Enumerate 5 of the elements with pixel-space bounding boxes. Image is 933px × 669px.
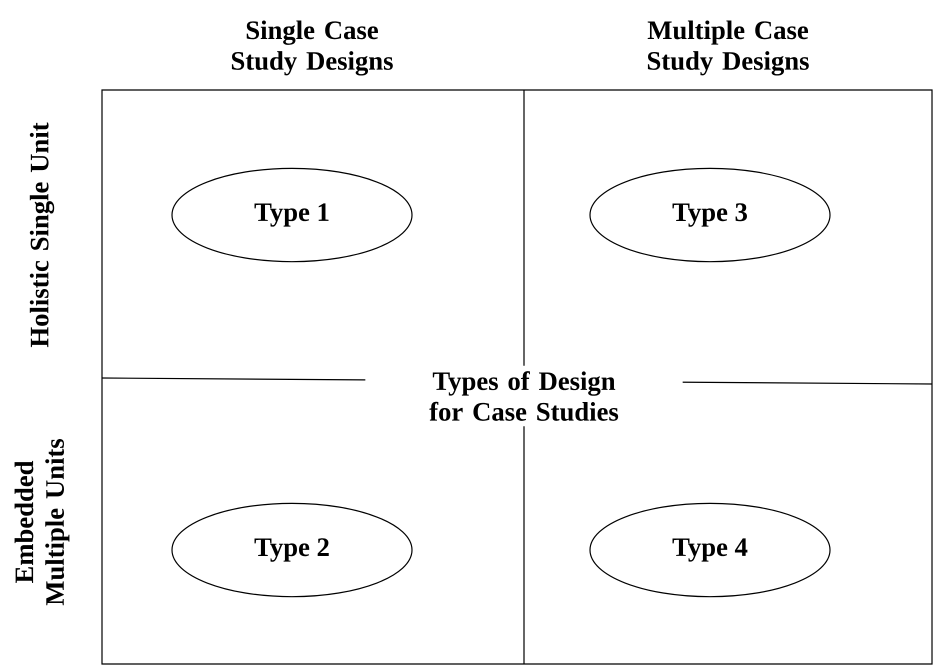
row-heading: Holistic Single Unit xyxy=(30,122,54,348)
center-title: Types of Design for Case Studies xyxy=(365,366,683,426)
column-heading: Multiple Case Study Designs xyxy=(648,20,809,76)
row-heading: Embedded Multiple Units xyxy=(14,438,70,606)
column-heading: Single Case Study Designs xyxy=(232,20,393,76)
